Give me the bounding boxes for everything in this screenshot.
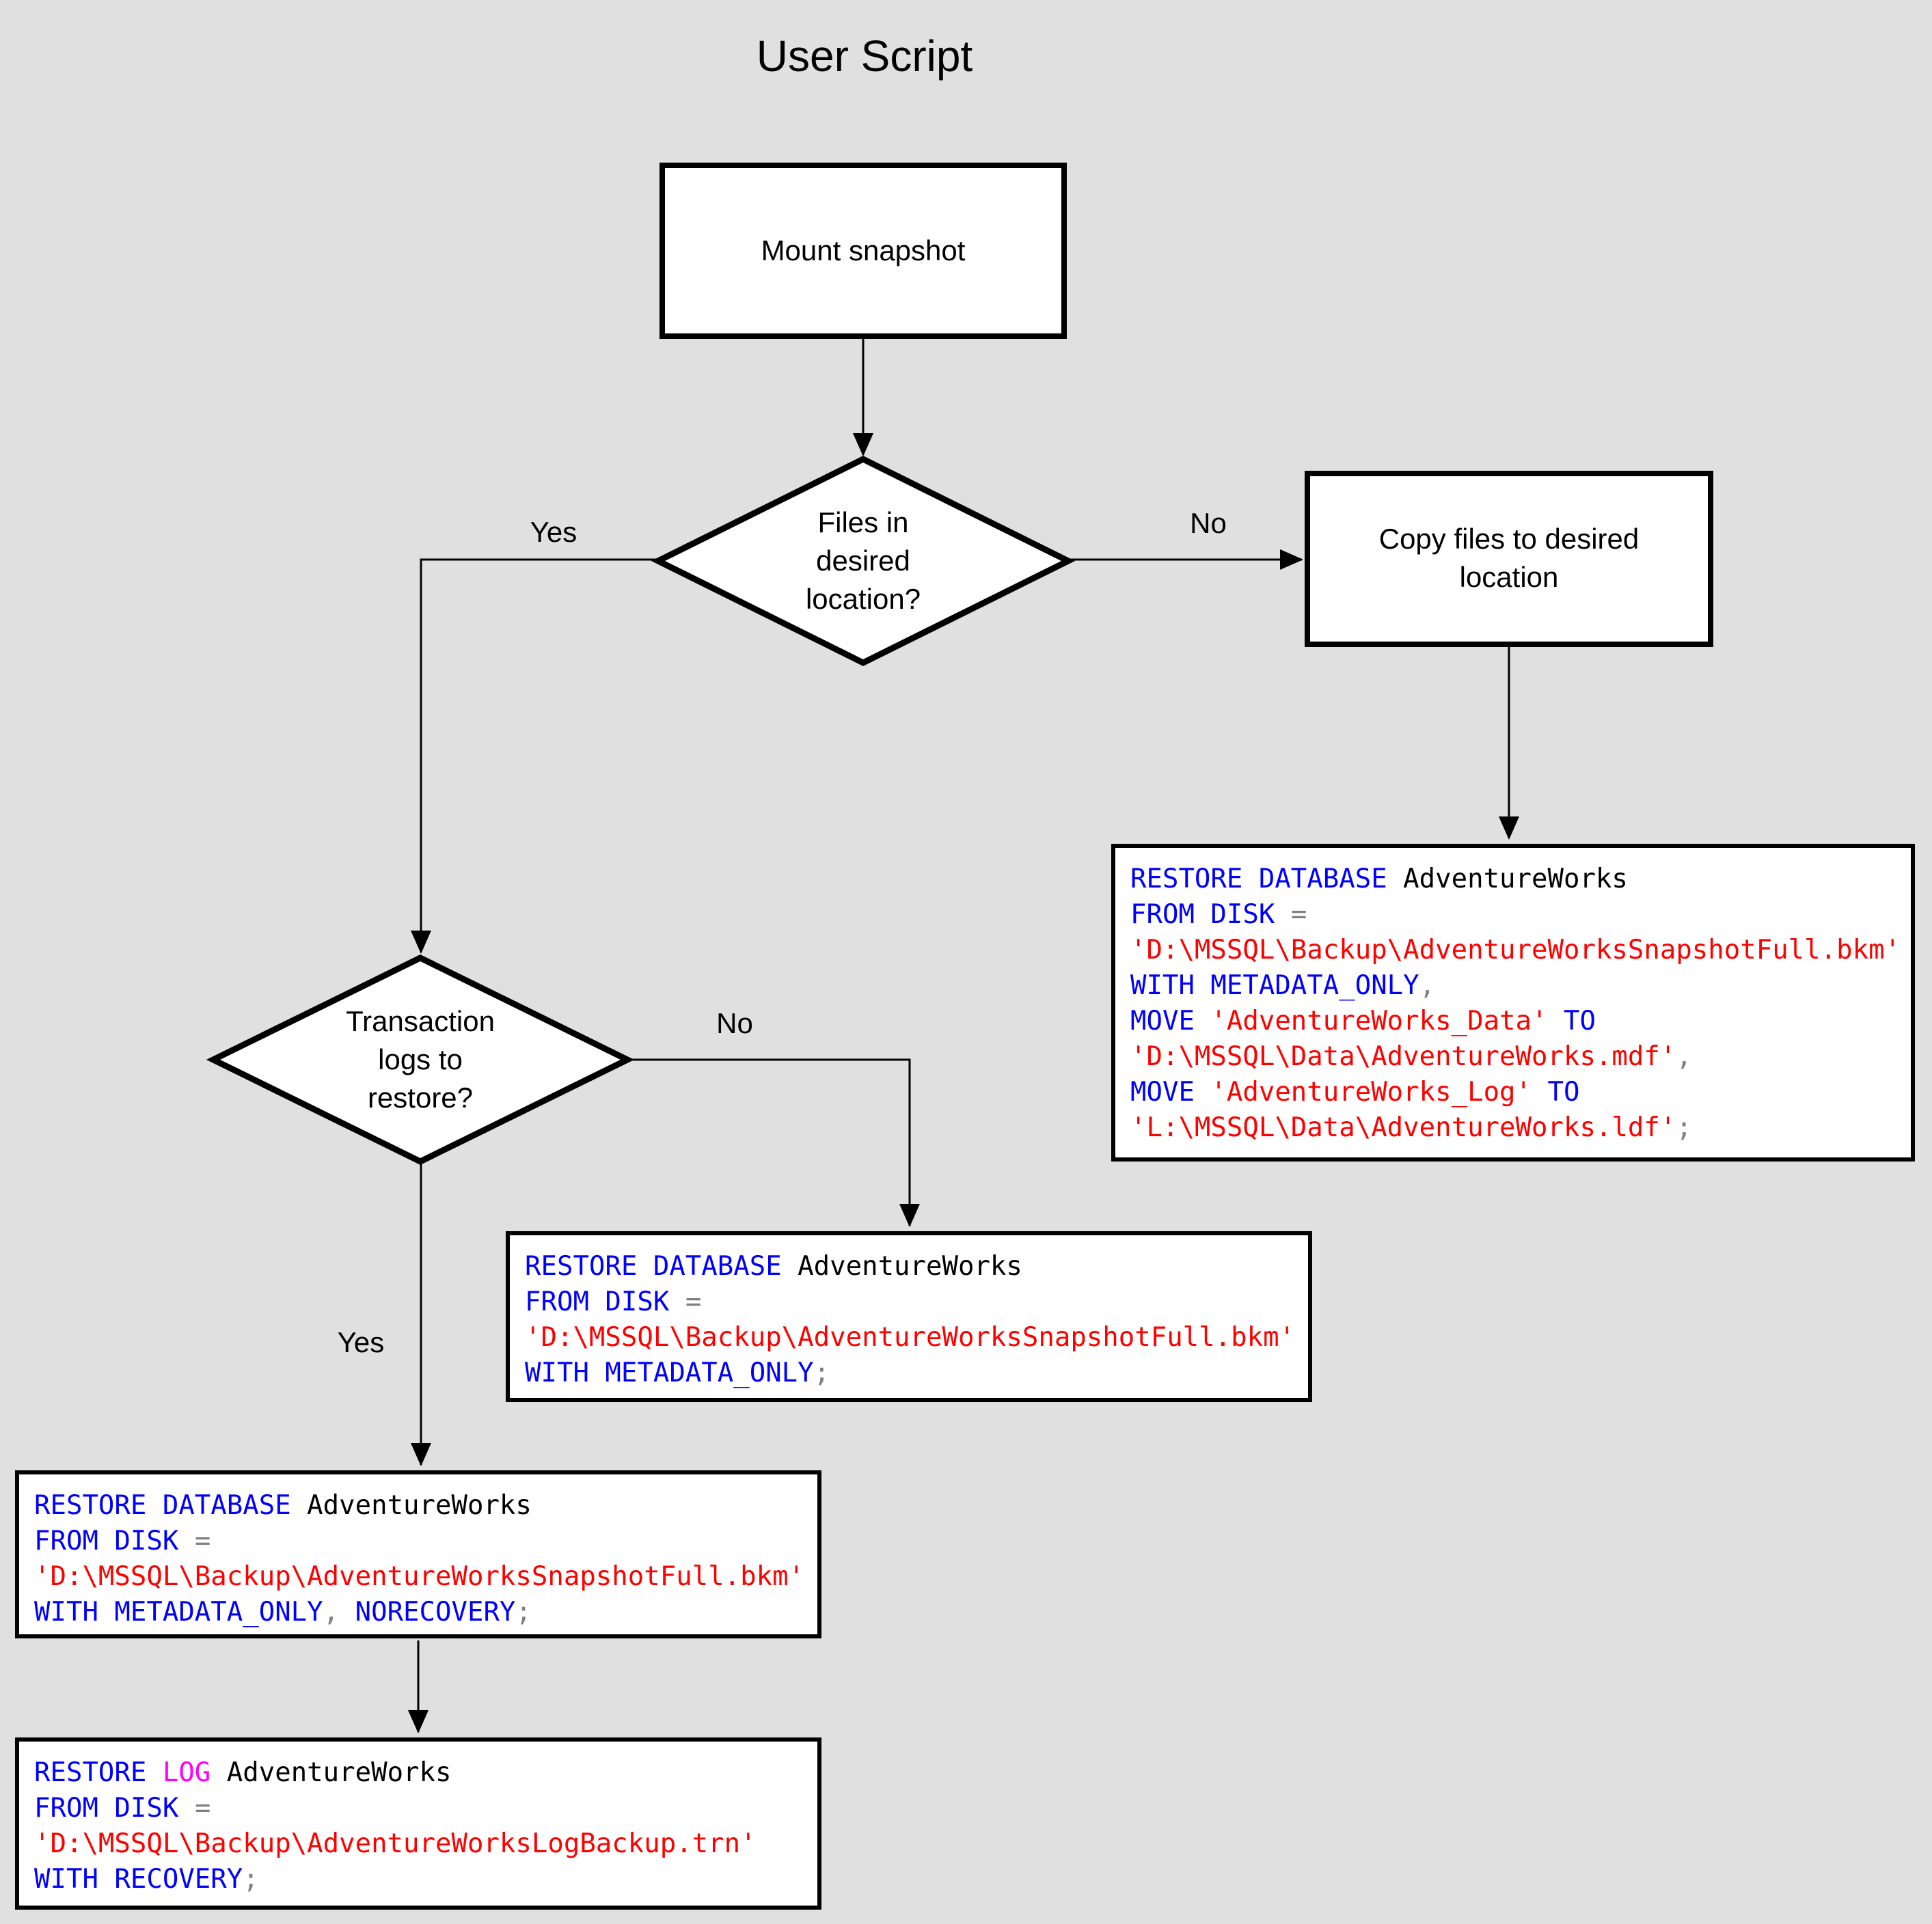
code-line: WITH METADATA_ONLY, NORECOVERY;: [34, 1597, 532, 1627]
process-box-mount-snapshot: [659, 163, 1067, 339]
decision-diamond-files-in-location: [651, 455, 1076, 667]
code-line: RESTORE LOG AdventureWorks: [34, 1757, 452, 1788]
code-line: FROM DISK =: [525, 1287, 702, 1317]
files-decision-label: Files in desired location?: [805, 506, 921, 615]
code-line: 'D:\MSSQL\Backup\AdventureWorksLogBackup…: [34, 1828, 757, 1859]
code-line: 'D:\MSSQL\Backup\AdventureWorksSnapshotF…: [1130, 935, 1901, 965]
code-line: RESTORE DATABASE AdventureWorks: [525, 1251, 1022, 1282]
code-line: RESTORE DATABASE AdventureWorks: [34, 1490, 532, 1521]
connector-files-yes-to-logs-decision: [411, 558, 658, 954]
logs-no-edge-label: No: [716, 1007, 753, 1039]
code-line: 'L:\MSSQL\Data\AdventureWorks.ldf';: [1130, 1112, 1692, 1143]
code-line: WITH METADATA_ONLY;: [525, 1358, 830, 1388]
code-line: 'D:\MSSQL\Backup\AdventureWorksSnapshotF…: [34, 1561, 805, 1592]
code-line: WITH RECOVERY;: [34, 1864, 259, 1895]
code-line: 'D:\MSSQL\Data\AdventureWorks.mdf',: [1130, 1041, 1692, 1072]
decision-diamond-transaction-logs: [206, 954, 635, 1166]
code-line: 'D:\MSSQL\Backup\AdventureWorksSnapshotF…: [525, 1322, 1296, 1353]
logs-decision-label: Transaction logs to restore?: [346, 1005, 495, 1114]
process-box-copy-files: [1305, 471, 1713, 647]
code-line: FROM DISK =: [34, 1793, 211, 1824]
code-line: FROM DISK =: [34, 1526, 211, 1556]
code-line: MOVE 'AdventureWorks_Data' TO: [1130, 1006, 1596, 1036]
connector-logs-no-to-code2: [627, 1058, 920, 1227]
files-no-edge-label: No: [1190, 507, 1227, 539]
mount-snapshot-label: Mount snapshot: [761, 234, 966, 266]
page-title: User Script: [756, 31, 973, 81]
code-line: WITH METADATA_ONLY,: [1130, 970, 1436, 1001]
code-line: FROM DISK =: [1130, 899, 1307, 930]
code-line: MOVE 'AdventureWorks_Log' TO: [1130, 1077, 1580, 1108]
code-line: RESTORE DATABASE AdventureWorks: [1130, 864, 1628, 894]
logs-yes-edge-label: Yes: [337, 1326, 385, 1358]
copy-files-label: Copy files to desired location: [1378, 523, 1640, 593]
files-yes-edge-label: Yes: [530, 516, 577, 548]
